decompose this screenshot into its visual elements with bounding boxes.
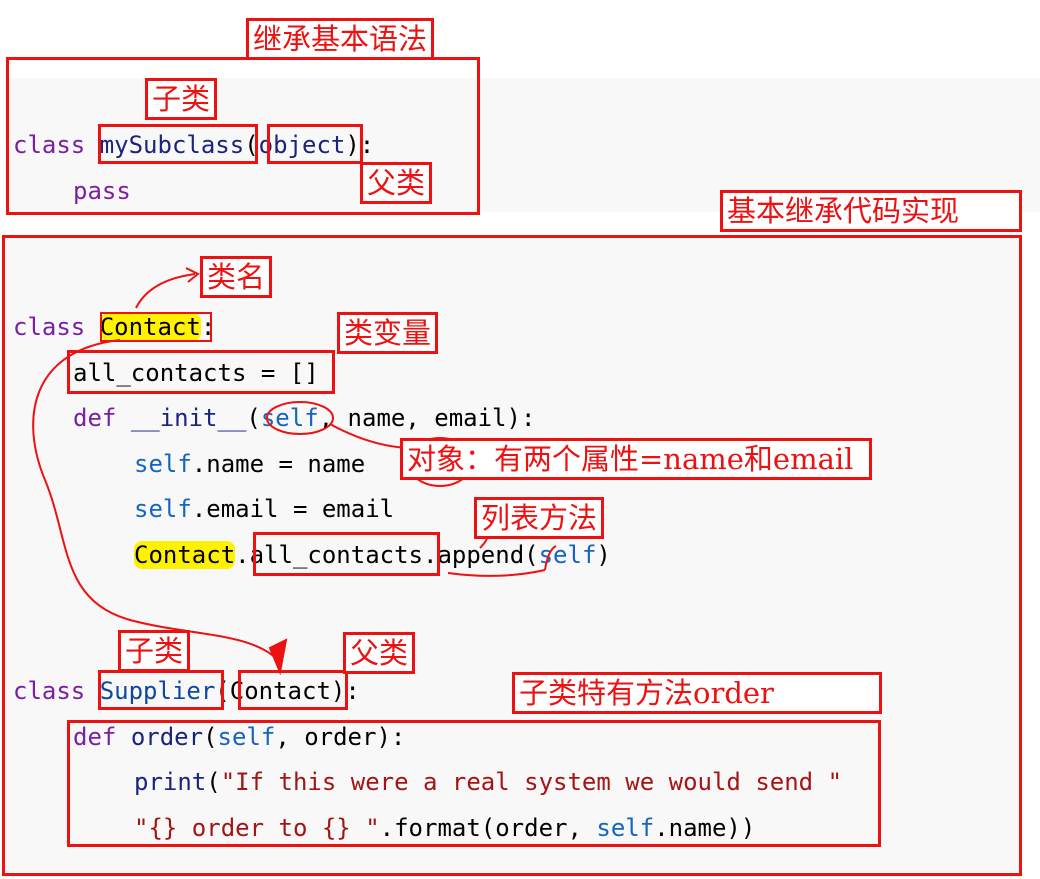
self-param: self [260, 404, 319, 432]
paren-colon: ): [345, 131, 375, 159]
contact-to-parent-arrow [32, 339, 279, 661]
list-method-label: 列表方法 [474, 497, 605, 539]
supplier-class-name: Supplier [99, 677, 216, 705]
impl-line-print: print("If this were a real system we wou… [134, 767, 842, 797]
class-variable: all_contacts = [] [73, 359, 319, 387]
contact-name-outline [100, 312, 212, 342]
list-method-link [544, 545, 557, 571]
impl-line-append: Contact.all_contacts.append(self) [134, 540, 611, 570]
self-param: self [217, 723, 276, 751]
impl-line-all-contacts: all_contacts = [] [73, 358, 319, 388]
class-variable-outline [67, 350, 335, 394]
parent-contact-outline [238, 670, 348, 710]
order-name: order [130, 723, 204, 751]
classname-label: 类名 [200, 256, 273, 298]
impl-block-frame [2, 235, 1022, 876]
subclass-method-label: 子类特有方法order [512, 672, 882, 714]
string-literal-2: "{} order to {} " [134, 814, 380, 842]
subclass-name: mySubclass [99, 131, 245, 159]
syntax-line-pass: pass [73, 176, 131, 206]
print-call: print [134, 768, 207, 796]
dot: . [423, 541, 438, 569]
impl-line-def-order: def order(self, order): [73, 722, 405, 752]
string-literal-1: "If this were a real system we would sen… [220, 768, 843, 796]
keyword-class: class [13, 677, 86, 705]
impl-line-def-init: def __init__(self, name, email): [73, 403, 535, 433]
parent-outline [267, 124, 363, 164]
classname-arrowhead [185, 267, 200, 283]
paren: ( [203, 723, 218, 751]
paren: ( [206, 768, 221, 796]
contact-ref: Contact [134, 541, 236, 569]
impl-line-self-email: self.email = email [134, 494, 394, 524]
order-params: , order): [275, 723, 406, 751]
parent-label: 父类 [360, 162, 433, 204]
self-circle [266, 401, 334, 435]
impl-line-class-supplier: class Supplier(Contact): [13, 676, 360, 706]
append-method: append [437, 541, 525, 569]
keyword-def: def [73, 723, 117, 751]
paren: ( [246, 404, 261, 432]
parent-contact: Contact [229, 677, 331, 705]
parent-arrowhead [268, 638, 288, 676]
classname-arrow [135, 273, 196, 309]
all-contacts-outline [253, 532, 440, 576]
object-note-label: 对象：有两个属性=name和email [400, 438, 872, 480]
self-ref: self [134, 450, 192, 478]
impl-line-format: "{} order to {} ".format(order, self.nam… [134, 813, 755, 843]
self-ref: self [596, 814, 655, 842]
format-end: .name)) [654, 814, 756, 842]
paren: ( [524, 541, 539, 569]
subclass-label: 子类 [145, 78, 218, 120]
impl-title-label: 基本继承代码实现 [720, 190, 1022, 232]
assign-email: .email = email [191, 495, 395, 523]
keyword-class: class [13, 131, 86, 159]
class-variable-label: 类变量 [337, 312, 439, 354]
parent-label-2: 父类 [343, 632, 416, 674]
contact-class-name: Contact [99, 313, 201, 341]
dot: . [235, 541, 250, 569]
init-params: , name, email): [318, 404, 536, 432]
init-name: __init__ [130, 404, 247, 432]
paren: ) [596, 541, 611, 569]
self-ref: self [134, 495, 192, 523]
syntax-title-label: 继承基本语法 [246, 18, 435, 60]
impl-line-class-contact: class Contact: [13, 312, 215, 342]
keyword-def: def [73, 404, 117, 432]
all-contacts-ref: all_contacts [249, 541, 423, 569]
subclass-label-2: 子类 [118, 630, 191, 672]
syntax-block-frame [6, 57, 480, 215]
keyword-pass: pass [73, 177, 131, 205]
parent-name: object [258, 131, 346, 159]
append-underline [447, 569, 546, 577]
assign-name: .name = name [191, 450, 366, 478]
impl-line-self-name: self.name = name [134, 449, 365, 479]
format-call: .format(order, [379, 814, 597, 842]
self-to-object-link [329, 423, 409, 449]
keyword-class: class [13, 313, 86, 341]
subclass-outline [98, 124, 258, 164]
order-method-outline [67, 720, 881, 847]
